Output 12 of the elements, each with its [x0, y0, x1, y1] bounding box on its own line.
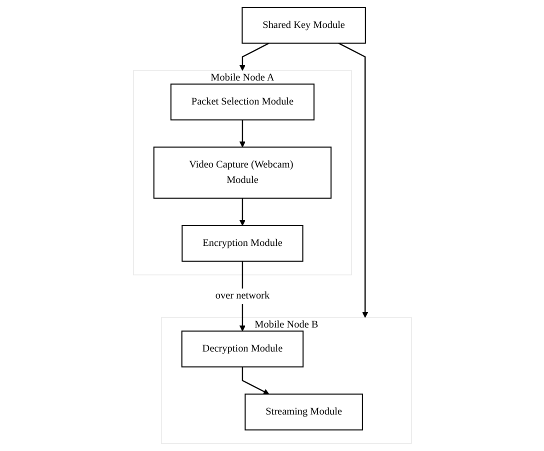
arrow — [239, 120, 245, 148]
arrow — [338, 42, 368, 318]
node-box: Streaming Module — [244, 394, 362, 430]
node-box: Encryption Module — [181, 224, 303, 262]
edge-label: over network — [214, 290, 270, 302]
arrow — [239, 42, 269, 71]
node-box: Decryption Module — [180, 330, 304, 368]
node-box: Shared Key Module — [241, 6, 366, 44]
node-box: Video Capture (Webcam) Module — [152, 146, 332, 199]
arrow — [239, 198, 245, 226]
node-box: Packet Selection Module — [170, 84, 314, 120]
arrow — [241, 366, 269, 394]
